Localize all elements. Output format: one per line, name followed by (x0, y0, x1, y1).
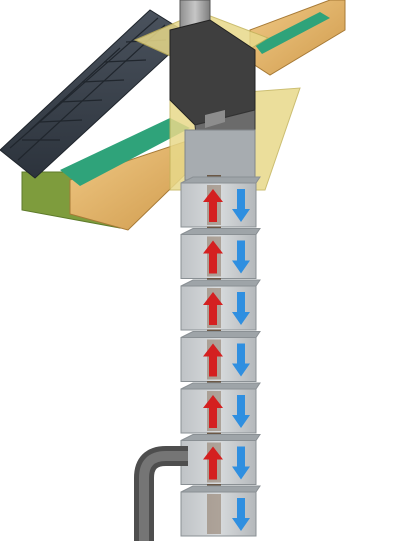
up-flow-arrow (203, 446, 223, 480)
insulation-strip-upper (255, 12, 330, 54)
insulation-strip-lower (60, 118, 190, 186)
block-top-face (180, 382, 261, 390)
down-flow-arrow (232, 343, 250, 377)
liner-core (207, 494, 221, 534)
chimney-block-module (180, 226, 261, 279)
down-flow-arrow (232, 446, 250, 480)
down-flow-arrow (232, 395, 250, 428)
connector-flue-pipe (134, 446, 188, 541)
up-flow-arrow (203, 343, 223, 377)
chimney-block-module (180, 432, 261, 485)
chimney-block-module (180, 329, 261, 382)
block-top-face (180, 331, 261, 338)
chimney-block-module (180, 381, 261, 434)
block-top-face (180, 228, 261, 235)
tile-row-lines (9, 17, 167, 161)
chimney-transition-block (184, 129, 256, 181)
up-flow-arrow (203, 395, 223, 428)
down-flow-arrow (232, 292, 250, 325)
down-flow-arrow (232, 189, 250, 222)
block-top-face (180, 434, 261, 441)
chimney-block-stack (180, 175, 261, 537)
down-flow-arrow (232, 240, 250, 274)
up-flow-arrow (203, 292, 223, 325)
bracket-left (205, 110, 225, 128)
block-top-face (180, 279, 261, 287)
down-flow-arrow (232, 498, 250, 531)
chimney-block-module (180, 484, 261, 537)
chimney-block-module (180, 175, 261, 228)
up-flow-arrow (203, 189, 223, 222)
chimney-block-module (180, 278, 261, 331)
up-flow-arrow (203, 240, 223, 274)
block-top-face (180, 485, 261, 493)
block-top-face (180, 176, 261, 184)
